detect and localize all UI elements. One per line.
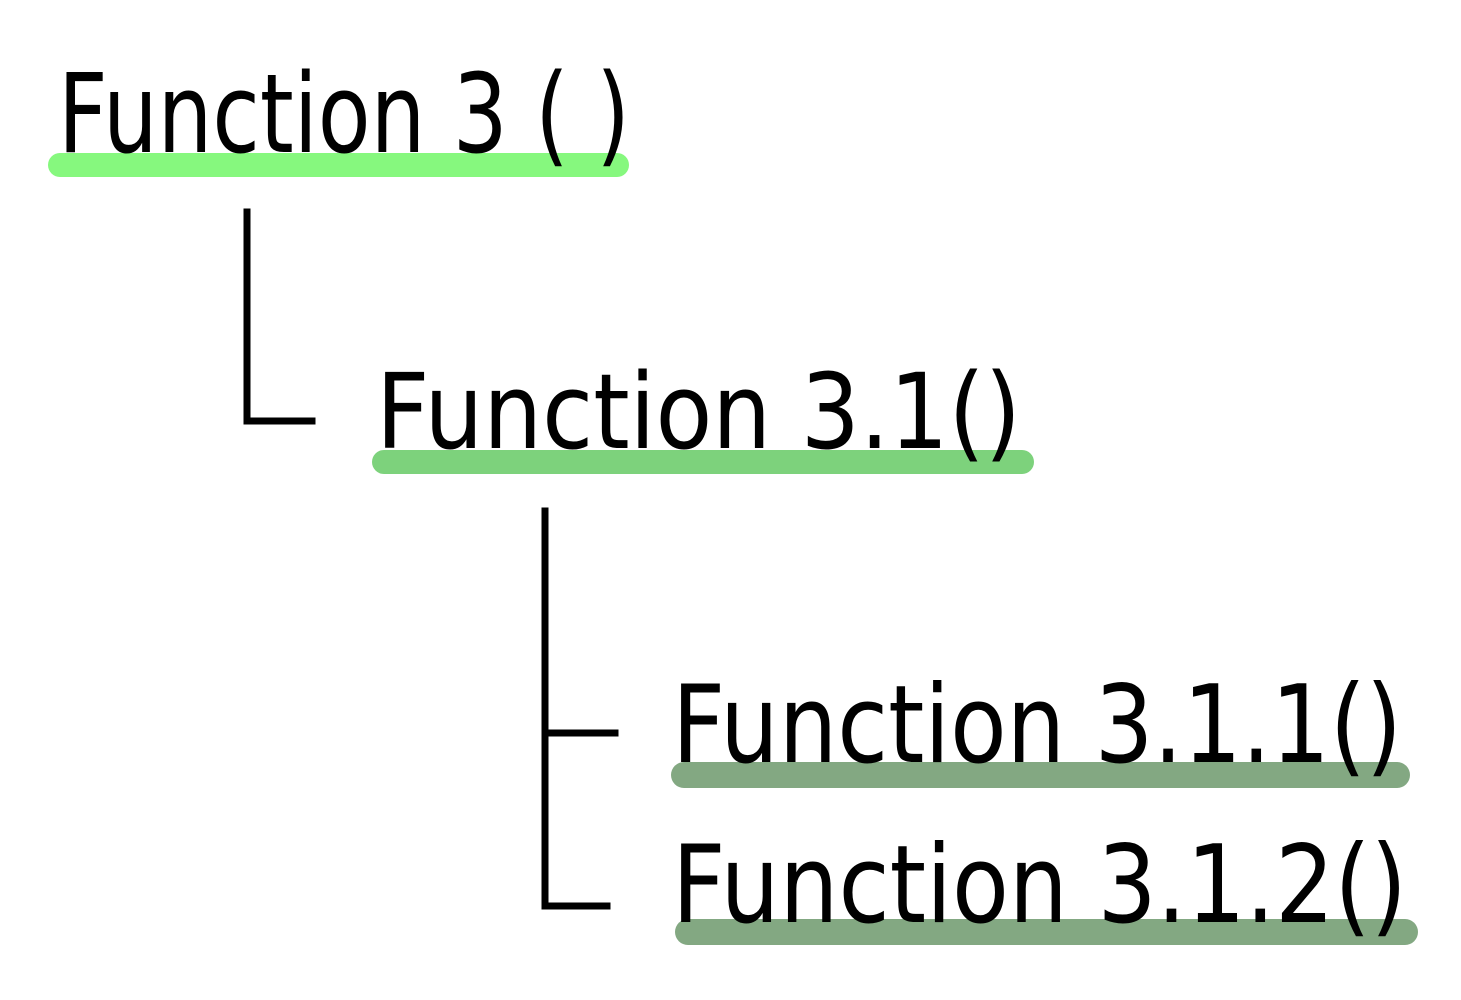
node-label-function-3-1-1: Function 3.1.1() [672, 663, 1402, 788]
node-label-function-3-1-2: Function 3.1.2() [672, 823, 1407, 948]
node-label-function-3-1: Function 3.1() [376, 351, 1021, 473]
connector-3-to-3-1 [243, 208, 316, 425]
node-label-function-3: Function 3 ( ) [58, 50, 630, 178]
